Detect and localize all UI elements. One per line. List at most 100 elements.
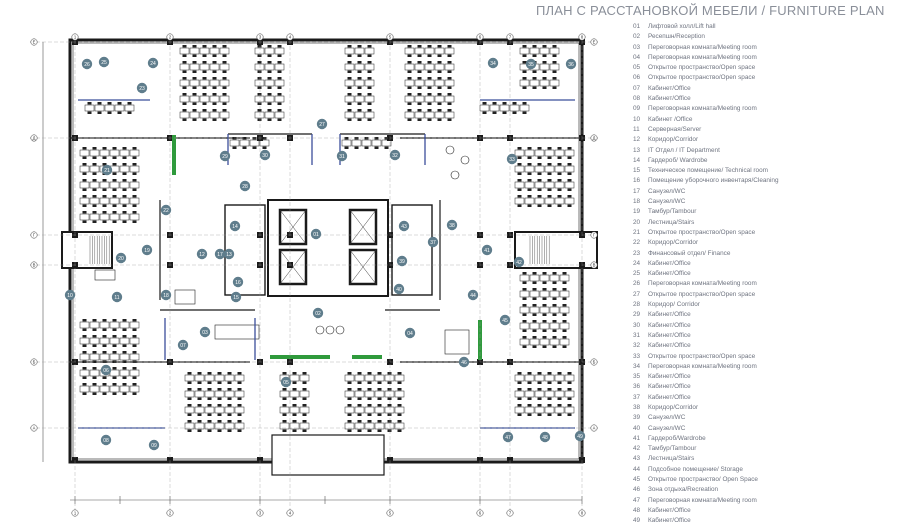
legend-number: 03: [633, 43, 641, 51]
desk: [84, 104, 95, 112]
chair: [517, 195, 522, 198]
chair: [227, 397, 232, 400]
grid-axis-marker: [286, 33, 294, 41]
desk: [519, 290, 530, 298]
legend-label: Зона отдыха/Recreation: [648, 486, 719, 494]
chair: [527, 163, 532, 166]
desk: [264, 95, 275, 103]
chair: [347, 118, 352, 121]
desk: [79, 353, 90, 361]
room-badge: 21: [101, 164, 113, 176]
room-badge-circle: [565, 58, 577, 70]
chair: [82, 179, 87, 182]
chair: [92, 188, 97, 191]
chair: [367, 86, 372, 89]
desk: [184, 422, 195, 430]
desk: [254, 111, 265, 119]
chair: [347, 86, 352, 89]
chair: [357, 93, 362, 96]
chair: [557, 156, 562, 159]
chair: [197, 413, 202, 416]
stair-wing-left: [61, 231, 113, 269]
chair: [482, 111, 487, 114]
room-badge: 30: [259, 149, 271, 161]
chair: [207, 388, 212, 391]
chair: [192, 54, 197, 57]
chair: [532, 288, 537, 291]
chair: [347, 93, 352, 96]
chair: [82, 367, 87, 370]
room-badge-circle: [111, 291, 123, 303]
desk: [524, 374, 535, 382]
desk: [404, 79, 415, 87]
legend-number: 25: [633, 270, 641, 278]
desk: [384, 374, 395, 382]
chair: [227, 420, 232, 423]
room-badge-circle: [229, 220, 241, 232]
desk: [354, 95, 365, 103]
chair: [532, 329, 537, 332]
chair: [102, 156, 107, 159]
room-badge-number: 11: [114, 295, 119, 301]
chair: [557, 172, 562, 175]
chair: [122, 179, 127, 182]
desk: [109, 181, 120, 189]
desk: [209, 95, 220, 103]
chair: [257, 102, 262, 105]
desk: [539, 306, 550, 314]
grid-axis-label: В: [593, 263, 596, 268]
chair: [192, 77, 197, 80]
room-badge: 27: [316, 118, 328, 130]
desk: [559, 306, 570, 314]
desk: [434, 63, 445, 71]
desk: [179, 47, 190, 55]
lounge-chair: [325, 325, 335, 335]
chair: [542, 61, 547, 64]
desk: [444, 95, 455, 103]
legend-label: Санузел/WC: [648, 424, 686, 432]
legend-label: Переговорная комната/Meeting room: [648, 496, 757, 504]
room-badge-number: 31: [339, 154, 345, 160]
chair: [207, 429, 212, 432]
grid-axis-marker: [30, 261, 38, 269]
chair: [112, 220, 117, 223]
chair: [202, 45, 207, 48]
chair: [522, 77, 527, 80]
chair: [282, 404, 287, 407]
chair: [82, 328, 87, 331]
desk: [279, 390, 290, 398]
room-badge: 47: [502, 431, 514, 443]
chair: [212, 118, 217, 121]
desk: [364, 95, 375, 103]
desk: [529, 47, 540, 55]
chair: [387, 420, 392, 423]
chair: [192, 45, 197, 48]
desk: [209, 79, 220, 87]
desk: [564, 197, 575, 205]
desk: [179, 79, 190, 87]
chair: [517, 372, 522, 375]
chair: [192, 118, 197, 121]
desk: [274, 79, 285, 87]
desk: [104, 104, 115, 112]
chair: [447, 86, 452, 89]
desk: [404, 95, 415, 103]
desk: [514, 406, 525, 414]
chair: [547, 388, 552, 391]
desk: [119, 337, 130, 345]
chair: [187, 381, 192, 384]
desk: [344, 95, 355, 103]
desk: [274, 63, 285, 71]
chair: [207, 420, 212, 423]
desk: [519, 79, 530, 87]
desk: [289, 374, 300, 382]
chair: [112, 172, 117, 175]
chair: [347, 397, 352, 400]
chair: [447, 77, 452, 80]
chair: [207, 381, 212, 384]
room-badge-number: 08: [103, 438, 109, 444]
chair: [527, 156, 532, 159]
desk: [344, 422, 355, 430]
